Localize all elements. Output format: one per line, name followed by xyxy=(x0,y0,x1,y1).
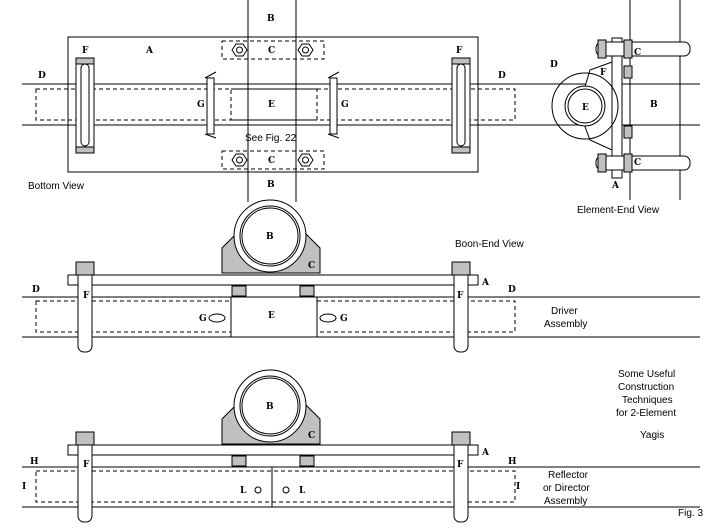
caption-element-end-view: Element-End View xyxy=(577,205,660,216)
caption-title: Yagis xyxy=(640,430,664,441)
label-a: A xyxy=(611,181,620,191)
driver-assembly xyxy=(22,199,700,353)
label-c: C xyxy=(268,46,275,56)
label-f: F xyxy=(457,291,464,301)
label-c: C xyxy=(268,156,275,166)
label-a: A xyxy=(145,46,154,56)
caption-reflector: or Director xyxy=(543,483,590,494)
caption-title: Construction xyxy=(618,382,674,393)
label-c: C xyxy=(634,158,641,168)
label-b: B xyxy=(266,402,274,412)
label-d: D xyxy=(32,285,40,295)
label-d: D xyxy=(508,285,516,295)
label-c: C xyxy=(308,431,315,441)
label-f: F xyxy=(83,460,90,470)
label-b: B xyxy=(267,14,275,24)
caption-title: Some Useful xyxy=(618,369,675,380)
label-d: D xyxy=(550,60,558,70)
captions: Bottom View See Fig. 22 Element-End View… xyxy=(28,133,703,519)
label-e: E xyxy=(268,100,275,110)
label-f: F xyxy=(83,291,90,301)
label-g: G xyxy=(197,100,205,110)
label-a: A xyxy=(481,448,490,458)
label-i: I xyxy=(516,482,520,492)
bottom-view xyxy=(22,0,700,202)
label-b: B xyxy=(267,180,275,190)
label-i: I xyxy=(22,482,26,492)
label-h: H xyxy=(508,457,517,467)
label-b: B xyxy=(650,100,658,110)
label-g: G xyxy=(199,314,207,324)
caption-reflector: Reflector xyxy=(548,470,589,481)
caption-driver-assembly: Assembly xyxy=(544,319,587,330)
element-end-view xyxy=(551,0,691,200)
caption-title: Techniques xyxy=(622,395,673,406)
caption-fig-number: Fig. 3 xyxy=(678,508,703,519)
label-b: B xyxy=(266,232,274,242)
label-c: C xyxy=(308,261,315,271)
label-e: E xyxy=(268,311,275,321)
label-l: L xyxy=(240,486,247,496)
label-l: L xyxy=(299,486,306,496)
caption-boom-end-view: Boon-End View xyxy=(455,239,525,250)
caption-bottom-view: Bottom View xyxy=(28,181,85,192)
label-e: E xyxy=(582,103,589,113)
caption-see-fig: See Fig. 22 xyxy=(245,133,297,144)
caption-driver: Driver xyxy=(551,306,578,317)
label-f: F xyxy=(82,46,89,56)
label-g: G xyxy=(340,314,348,324)
label-h: H xyxy=(30,457,39,467)
caption-reflector: Assembly xyxy=(544,496,587,507)
label-d: D xyxy=(498,71,506,81)
label-d: D xyxy=(38,71,46,81)
reflector-assembly xyxy=(22,369,700,523)
label-f: F xyxy=(456,46,463,56)
label-f: F xyxy=(600,68,607,78)
label-c: C xyxy=(634,48,641,58)
label-a: A xyxy=(481,278,490,288)
part-labels: B A C F F D D G G E C B C D F E B C A B … xyxy=(22,14,658,496)
caption-title: for 2-Element xyxy=(616,408,676,419)
label-g: G xyxy=(341,100,349,110)
label-f: F xyxy=(457,460,464,470)
